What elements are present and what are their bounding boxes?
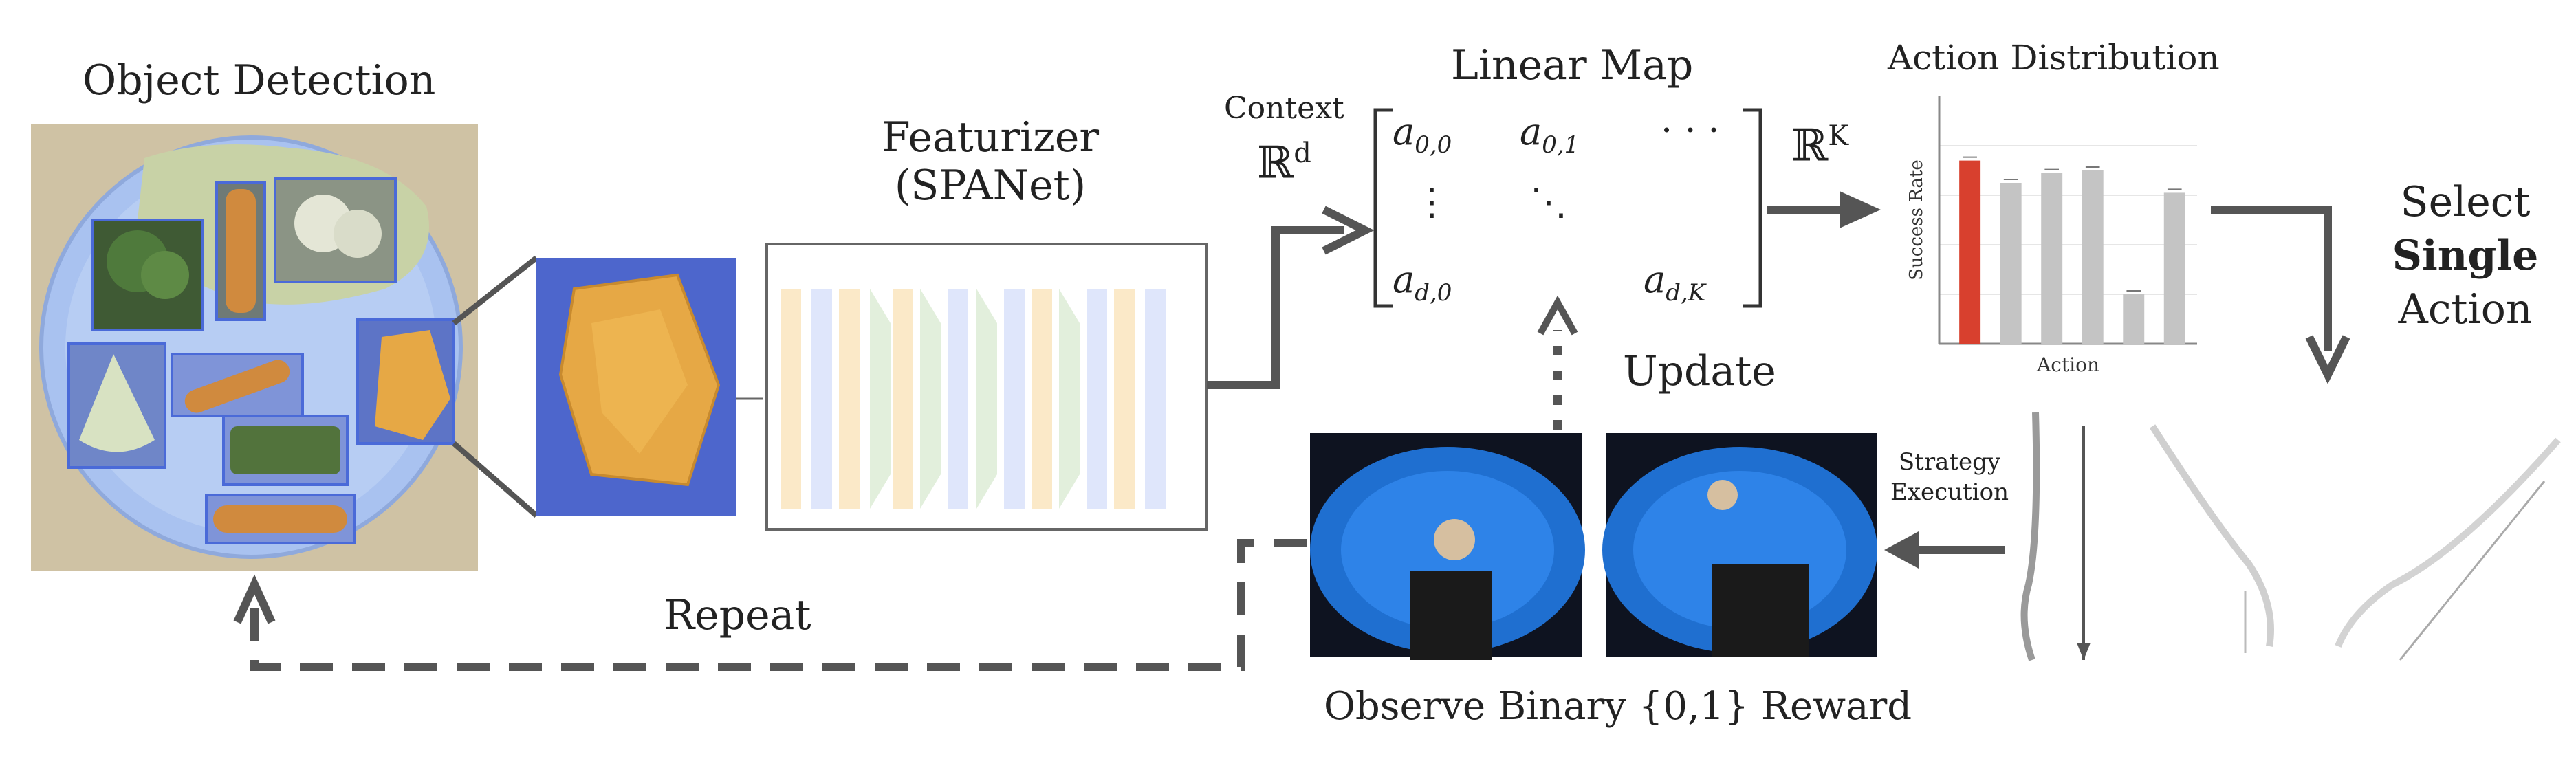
chart-bar-2 (2041, 173, 2063, 344)
fork-strategy-images (2020, 412, 2561, 661)
label-action-distribution: Action Distribution (1888, 38, 2220, 78)
chart-ylabel: Success Rate (1906, 160, 1927, 280)
label-select-line2: Single (2392, 232, 2539, 280)
context-space-symbol: ℝ (1257, 138, 1294, 189)
featurizer-network (765, 243, 1208, 531)
matrix-ddots: ⋱ (1530, 180, 1567, 223)
label-repeat: Repeat (664, 591, 811, 639)
label-object-detection: Object Detection (83, 56, 436, 104)
label-strategy-execution: Strategy Execution (1877, 447, 2022, 507)
matrix-a01: a0,1 (1520, 110, 1580, 159)
matrix-brackets (1373, 108, 1762, 308)
label-context-space: ℝd (1257, 138, 1311, 188)
arrow-net-to-matrix (1207, 226, 1344, 389)
label-featurizer-line2: (SPANet) (894, 162, 1087, 210)
matrix-ad0: ad,0 (1393, 258, 1452, 307)
reward-photo-1 (1310, 433, 1585, 660)
arrow-chart-to-select (2197, 206, 2332, 351)
reward-photo-2 (1602, 433, 1877, 657)
chart-bar-0 (1959, 160, 1981, 344)
chart-bar-1 (2000, 183, 2022, 344)
label-observe-reward: Observe Binary {0,1} Reward (1324, 684, 1912, 729)
zoomed-crop-image (536, 258, 736, 516)
label-featurizer-line1: Featurizer (881, 113, 1100, 162)
output-space-dim: K (1828, 120, 1849, 152)
chart-xlabel: Action (2036, 353, 2099, 376)
label-strategy-line2: Execution (1890, 478, 2009, 506)
output-space-symbol: ℝ (1791, 120, 1829, 172)
chart-bar-3 (2082, 170, 2104, 344)
matrix-adK: ad,K (1644, 258, 1706, 307)
label-select-line1: Select (2400, 178, 2531, 226)
label-update: Update (1623, 347, 1776, 395)
arrow-chart-to-select-head (2305, 335, 2350, 384)
label-linear-map: Linear Map (1451, 41, 1694, 89)
chart-bar-4 (2123, 294, 2145, 344)
context-space-dim: d (1294, 138, 1311, 169)
zoom-line-top (452, 255, 538, 326)
label-output-space: ℝK (1791, 120, 1848, 171)
matrix-vdots: ⋮ (1413, 180, 1450, 223)
update-dotted-arrow-head (1537, 295, 1578, 336)
label-context: Context (1224, 91, 1344, 126)
arrow-net-to-matrix-head (1322, 206, 1375, 255)
object-detection-image (31, 124, 478, 571)
repeat-dashed-loop (250, 539, 1307, 671)
repeat-dashed-loop-head (233, 574, 276, 624)
matrix-a00: a0,0 (1393, 110, 1452, 159)
zoom-line-bottom (452, 441, 538, 518)
arrow-matrix-to-chart-head (1840, 191, 1881, 228)
label-select-single-action: Select Single Action (2366, 175, 2565, 336)
chart-bar-5 (2163, 192, 2185, 344)
label-strategy-line1: Strategy (1898, 448, 2001, 476)
label-featurizer: Featurizer (SPANet) (791, 113, 1190, 210)
matrix-hdots: · · · (1661, 109, 1720, 152)
arrow-strategy-to-photos-head (1884, 531, 1919, 569)
label-select-line3: Action (2398, 285, 2533, 333)
